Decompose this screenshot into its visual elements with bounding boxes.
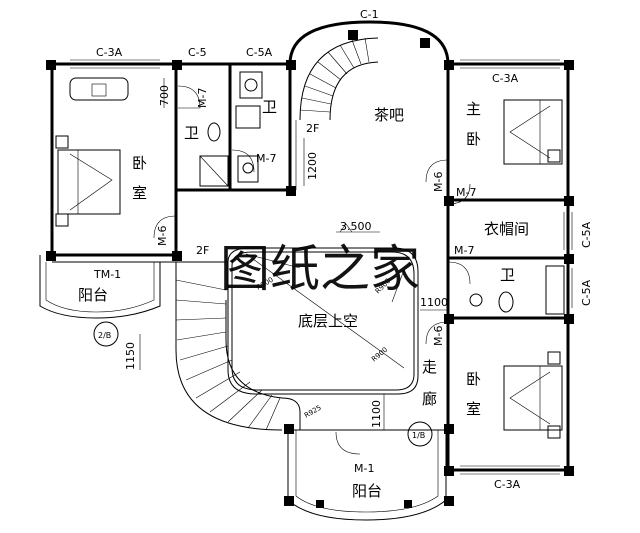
room-master-2: 卧	[466, 130, 481, 148]
dim-1150: 1150	[124, 342, 137, 370]
door-label-m6-right-top: M-6	[432, 172, 445, 192]
room-bedroom-left-1: 卧	[132, 154, 147, 172]
window-label-top-center: C-1	[360, 8, 379, 21]
door-label-tm1: TM-1	[93, 268, 121, 281]
door-label-m7-right-2: M-7	[454, 244, 474, 257]
door-labels: M-7 M-7 M-6 M-6 M-7 M-7 M-6 TM-1 M-1	[93, 88, 476, 475]
stair-up-1: 2F	[306, 122, 319, 135]
window-label-bottom-right: C-3A	[494, 478, 521, 491]
axis-markers	[93, 321, 433, 447]
axis-label-bottom: 1/B	[412, 431, 425, 440]
door-label-m7-top: M-7	[196, 88, 209, 108]
dimension-lines	[139, 78, 448, 430]
bed-right-top	[503, 99, 563, 165]
bottom-spiral-stair	[175, 261, 301, 431]
window-label-top-mid: C-5	[188, 46, 207, 59]
top-spiral-stair	[295, 37, 379, 190]
door-label-m7-bath: M-7	[256, 152, 276, 165]
window-label-right-1: C-5A	[580, 221, 593, 248]
room-bedroom-right-2: 室	[466, 400, 481, 418]
door-label-m7-right-1: M-7	[456, 186, 476, 199]
room-corridor-1: 走	[422, 358, 437, 376]
room-balcony-left: 阳台	[78, 286, 108, 304]
room-bedroom-right-1: 卧	[466, 370, 481, 388]
door-label-m6-right-bottom: M-6	[432, 326, 445, 346]
room-labels: 卧 室 卫 卫 茶吧 主 卧 衣帽间 卫 底层上空 走 廊 卧 室 阳台 阳台	[78, 98, 529, 500]
bath-fixtures	[199, 71, 565, 315]
exterior-walls	[50, 20, 570, 472]
bed-left	[55, 77, 129, 227]
axis-labels: 2/B 1/B	[98, 331, 425, 440]
room-tea-bar: 茶吧	[374, 106, 404, 124]
columns	[46, 30, 574, 508]
room-void: 底层上空	[298, 312, 358, 330]
dim-1100-b: 1100	[370, 400, 383, 428]
window-label-right-2: C-5A	[580, 279, 593, 306]
window-marks	[70, 59, 573, 475]
window-labels: C-3A C-5 C-5A C-1 C-3A C-5A C-5A C-3A	[96, 8, 593, 491]
door-label-m1: M-1	[354, 462, 374, 475]
room-wardrobe: 衣帽间	[484, 220, 529, 238]
bed-right-bottom	[503, 351, 563, 439]
stair-up-2: 2F	[196, 244, 209, 257]
elevation-label: 3.500	[340, 220, 372, 233]
room-corridor-2: 廊	[422, 390, 437, 408]
dim-1100-a: 1100	[420, 296, 448, 309]
dim-1200: 1200	[306, 152, 319, 180]
void-opening	[227, 247, 419, 395]
radius-label-d: R925	[303, 404, 323, 420]
room-balcony-bottom: 阳台	[352, 482, 382, 500]
door-label-m6-left: M-6	[156, 226, 169, 246]
watermark: 图纸之家	[220, 240, 420, 298]
axis-label-left: 2/B	[98, 331, 111, 340]
room-bath-lower: 卫	[184, 124, 199, 142]
left-balcony	[39, 255, 176, 319]
window-label-top-right: C-3A	[492, 72, 519, 85]
room-master-1: 主	[466, 100, 481, 118]
door-swings	[153, 85, 471, 455]
dim-700: 700	[158, 85, 171, 106]
bottom-balcony	[287, 429, 447, 521]
room-bedroom-left-2: 室	[132, 184, 147, 202]
room-bath-upper: 卫	[262, 98, 277, 116]
window-label-top-mid2: C-5A	[246, 46, 273, 59]
window-label-top-left: C-3A	[96, 46, 123, 59]
stair-labels: 2F 2F	[196, 122, 319, 257]
room-bath-right: 卫	[500, 266, 515, 284]
radius-label-c: R900	[370, 346, 389, 364]
